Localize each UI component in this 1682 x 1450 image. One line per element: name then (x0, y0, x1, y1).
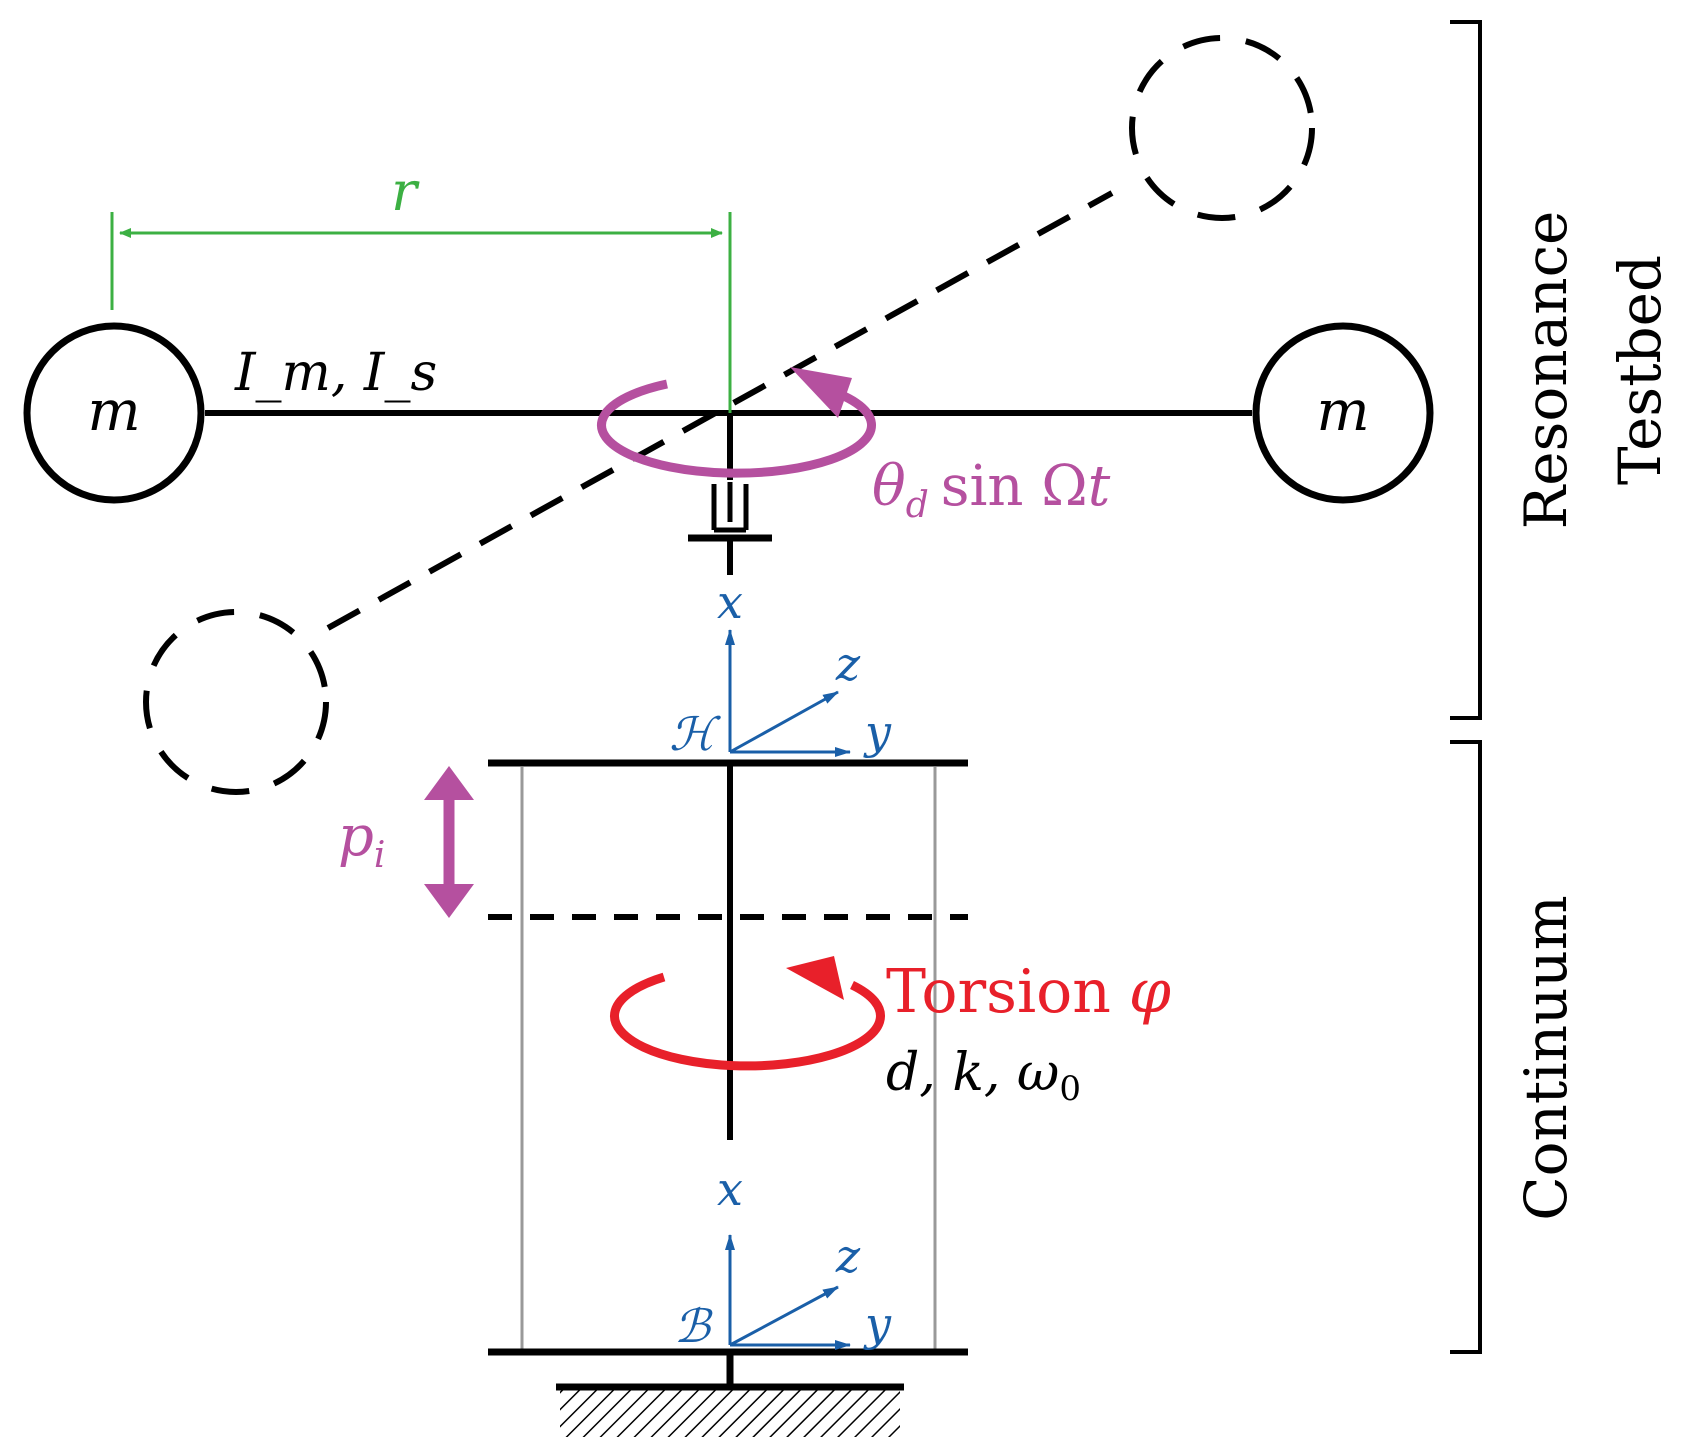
drive-sub: d (906, 485, 929, 526)
head-x-label: x (717, 575, 743, 629)
testbed-label: Testbed (1606, 255, 1674, 485)
base-z-label: z (835, 1229, 861, 1283)
bracket-resonance-testbed (1450, 20, 1482, 720)
base-frame-label: ℬ (674, 1299, 713, 1353)
rotated-arm-dashed (143, 35, 1315, 795)
resonance-label: Resonance (1512, 211, 1580, 530)
drive-rotation-arrow (597, 367, 876, 478)
main-arm (23, 322, 1434, 504)
preload-p: p (338, 804, 374, 869)
mass-right-circle (1252, 322, 1434, 504)
head-frame-axes (725, 629, 851, 757)
params-label: d, k, ω0 (886, 1043, 1081, 1109)
radius-dimension (110, 212, 732, 413)
head-y-label: y (863, 705, 892, 759)
radius-label: r (391, 160, 420, 223)
torsion-word: Torsion (886, 957, 1111, 1027)
preload-sub: i (374, 835, 386, 876)
base-y-label: y (863, 1297, 892, 1351)
drive-t: t (1088, 454, 1111, 519)
preload-arrow (424, 766, 474, 918)
drive-sin: sin Ω (941, 454, 1088, 519)
base-frame-axes (725, 1234, 851, 1350)
shaft (688, 413, 772, 1385)
drive-theta: θ (872, 454, 906, 519)
mass-right-label: m (1316, 379, 1369, 444)
bracket-continuum (1450, 740, 1482, 1354)
head-z-label: z (835, 637, 861, 691)
params-main: d, k, ω (886, 1043, 1059, 1103)
torsion-arrow (610, 956, 885, 1071)
params-sub: 0 (1059, 1069, 1081, 1109)
torsion-label: Torsion φ (886, 957, 1171, 1027)
base-x-label: x (717, 1162, 743, 1216)
preload-label: pi (338, 804, 385, 876)
drive-label: θd sin Ωt (872, 454, 1111, 526)
mass-left-circle (23, 322, 205, 504)
inertia-label: I_m, I_s (234, 343, 437, 403)
continuum-label: Continuum (1512, 895, 1580, 1221)
head-frame-label: ℋ (669, 707, 721, 761)
continuum-structure (488, 759, 968, 1437)
torsion-symbol: φ (1129, 957, 1171, 1027)
mass-left-label: m (87, 379, 140, 444)
